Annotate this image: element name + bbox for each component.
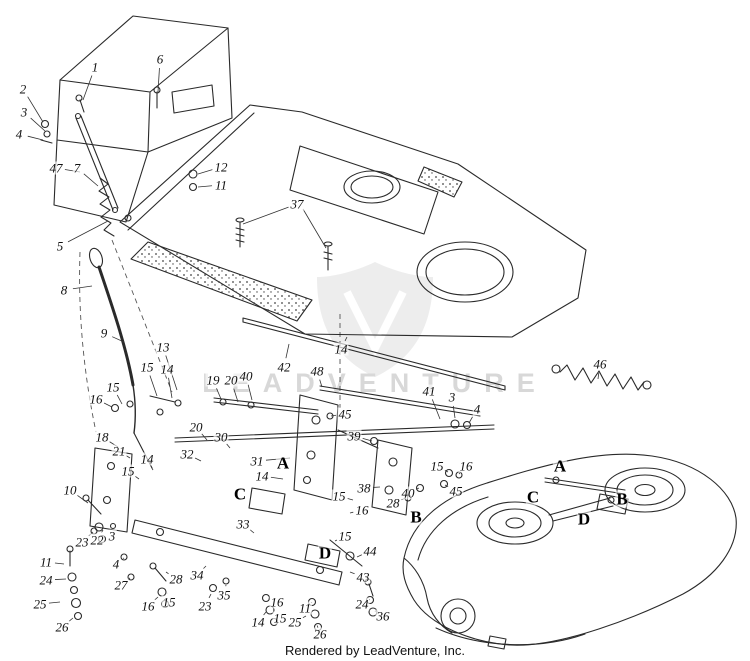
tread-plate [130, 241, 313, 322]
leader-line [208, 593, 212, 599]
leader-line [203, 565, 207, 569]
leader-line [356, 554, 362, 558]
leader-line [265, 457, 291, 461]
leader-line [349, 571, 355, 575]
leader-line [233, 388, 239, 403]
leader-line [83, 173, 99, 187]
leader-line [362, 438, 373, 442]
hardware [66, 395, 463, 632]
spring-small [98, 177, 115, 237]
leader-line [347, 498, 354, 501]
leader-line [165, 571, 169, 575]
leader-line [302, 615, 307, 619]
leader-line [54, 562, 65, 565]
leader-line [116, 394, 123, 405]
leader-line [597, 372, 600, 380]
leader-line [334, 539, 338, 542]
leader-line [109, 441, 119, 448]
leader-line [27, 96, 44, 123]
leader-line [344, 336, 348, 342]
leader-line [197, 185, 213, 188]
leader-line [135, 475, 140, 480]
mower-deck [402, 453, 737, 650]
leader-line [302, 208, 327, 249]
leader-line [319, 379, 323, 388]
leader-line [468, 416, 473, 424]
console-bracket [40, 15, 233, 237]
leader-line [101, 529, 104, 533]
leader-line [48, 601, 61, 604]
leader-line [270, 476, 284, 480]
leader-line [30, 117, 46, 132]
leader-line [216, 388, 222, 400]
leader-line [112, 336, 125, 343]
leader-line [64, 169, 81, 173]
leader-line [77, 494, 89, 504]
leader-line [416, 487, 420, 490]
leader-line [72, 285, 93, 290]
tension-spring [551, 364, 652, 391]
leader-line [263, 611, 267, 616]
leader-line [122, 557, 125, 559]
leader-line [249, 529, 255, 534]
leader-line [201, 433, 208, 441]
leader-line [194, 457, 202, 462]
leader-line [316, 625, 319, 629]
watermark-text: LEADVENTURE [202, 368, 548, 398]
leader-line [444, 469, 449, 473]
leader-line [268, 598, 271, 600]
leader-line [67, 220, 109, 243]
watermark-credit: Rendered by LeadVenture, Inc. [285, 643, 465, 658]
leader-line [154, 596, 159, 601]
leader-line [310, 601, 313, 604]
leader-line [165, 355, 178, 391]
leader-line [431, 399, 441, 420]
leader-line [103, 402, 113, 408]
leader-line [150, 466, 154, 471]
leader-line [54, 578, 67, 580]
leader-line [458, 472, 461, 475]
leader-line [330, 414, 337, 417]
leader-line [444, 484, 449, 488]
leader-line [242, 206, 289, 225]
leader-line [349, 511, 354, 514]
leader-line [226, 443, 231, 449]
leader-line [285, 343, 290, 359]
chassis-panel [119, 104, 587, 338]
leader-line [149, 375, 158, 397]
leader-line [126, 455, 131, 459]
leader-line [157, 67, 160, 93]
leader-line [452, 405, 456, 419]
leader-line [82, 75, 93, 101]
lift-brackets [89, 394, 413, 586]
leader-line [168, 377, 173, 399]
lift-lever [88, 247, 153, 469]
leader-line [197, 169, 213, 175]
leader-line [68, 617, 74, 622]
leader-line [247, 384, 253, 401]
leader-line [27, 135, 44, 141]
